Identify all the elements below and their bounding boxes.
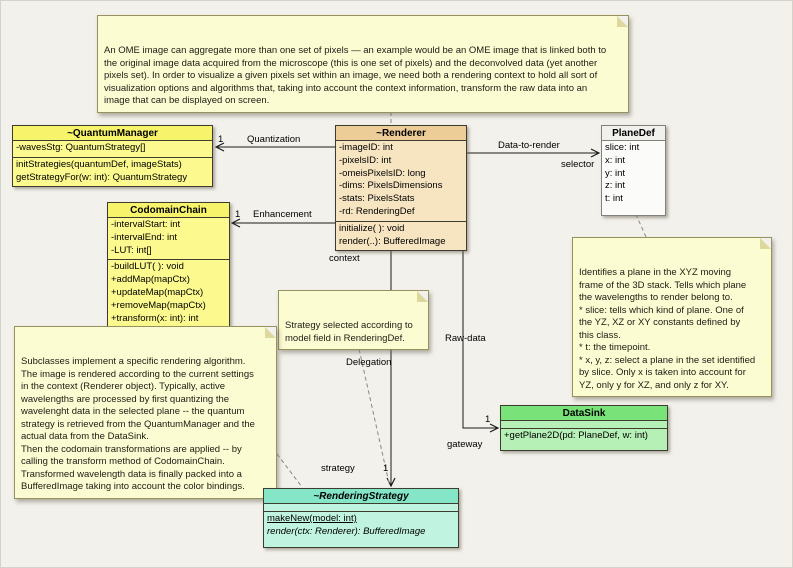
class-quantummanager-attrs: -wavesStg: QuantumStrategy[] [13, 141, 212, 157]
note-fold-icon [760, 238, 771, 249]
method: -buildLUT( ): void [111, 261, 184, 273]
attribute: -intervalEnd: int [111, 231, 178, 243]
class-codomainchain-title: CodomainChain [108, 203, 229, 218]
class-quantummanager-title: ~QuantumManager [13, 126, 212, 141]
class-renderer-methods: initialize( ): void render(..): Buffered… [336, 220, 466, 251]
note-planedef[interactable]: Identifies a plane in the XYZ moving fra… [572, 237, 772, 397]
class-codomainchain-attrs: -intervalStart: int -intervalEnd: int -L… [108, 218, 229, 259]
note-planedef-text: Identifies a plane in the XYZ moving fra… [579, 267, 756, 391]
class-renderer[interactable]: ~Renderer -imageID: int -pixelsID: int -… [335, 125, 467, 252]
assoc-label-quantization: Quantization [247, 134, 301, 145]
role-label-context: context [329, 253, 360, 264]
class-renderingstrategy-title: ~RenderingStrategy [264, 489, 458, 504]
attribute: -intervalStart: int [111, 219, 181, 230]
note-fold-icon [265, 327, 276, 338]
class-renderingstrategy[interactable]: ~RenderingStrategy makeNew(model: int) r… [263, 488, 459, 548]
mult-delegation: 1 [383, 463, 389, 474]
class-quantummanager-methods: initStrategies(quantumDef, imageStats) g… [13, 156, 212, 187]
method: getStrategyFor(w: int): QuantumStrategy [16, 171, 188, 183]
attribute: -pixelsID: int [339, 154, 392, 166]
assoc-label-data-to-render: Data-to-render [498, 140, 560, 151]
class-renderer-title: ~Renderer [336, 126, 466, 141]
class-codomainchain[interactable]: CodomainChain -intervalStart: int -inter… [107, 202, 230, 329]
note-fold-icon [617, 16, 628, 27]
class-renderingstrategy-methods: makeNew(model: int) render(ctx: Renderer… [264, 511, 458, 541]
attribute: -omeisPixelsID: long [339, 167, 426, 179]
mult-enhancement: 1 [235, 209, 241, 220]
class-planedef[interactable]: PlaneDef slice: int x: int y: int z: int… [601, 125, 666, 216]
attribute: -dims: PixelsDimensions [339, 180, 443, 192]
note-subclasses[interactable]: Subclasses implement a specific renderin… [14, 326, 277, 499]
class-quantummanager[interactable]: ~QuantumManager -wavesStg: QuantumStrate… [12, 125, 213, 188]
note-subclasses-text: Subclasses implement a specific renderin… [21, 356, 255, 492]
attribute: x: int [605, 154, 626, 166]
class-renderingstrategy-attrs [264, 504, 458, 511]
class-datasink-attrs [501, 421, 667, 428]
method: render(..): BufferedImage [339, 235, 446, 247]
role-label-strategy: strategy [321, 463, 355, 474]
note-link-subclasses[interactable] [276, 453, 303, 488]
attribute: z: int [605, 180, 626, 192]
attribute: -stats: PixelsStats [339, 193, 415, 205]
class-planedef-title: PlaneDef [602, 126, 665, 141]
class-renderer-attrs: -imageID: int -pixelsID: int -omeisPixel… [336, 141, 466, 221]
method: +addMap(mapCtx) [111, 274, 190, 286]
role-label-gateway: gateway [447, 439, 483, 450]
note-fold-icon [417, 291, 428, 302]
method-abstract: render(ctx: Renderer): BufferedImage [267, 525, 426, 537]
attribute: -imageID: int [339, 142, 393, 153]
method: initStrategies(quantumDef, imageStats) [16, 158, 182, 170]
class-datasink-title: DataSink [501, 406, 667, 421]
assoc-raw-data-line[interactable] [462, 249, 498, 428]
attribute: slice: int [605, 142, 640, 153]
method: +getPlane2D(pd: PlaneDef, w: int) [504, 430, 648, 441]
method: +removeMap(mapCtx) [111, 299, 206, 311]
attribute: -rd: RenderingDef [339, 205, 415, 217]
note-overview-text: An OME image can aggregate more than one… [104, 45, 607, 106]
class-datasink-methods: +getPlane2D(pd: PlaneDef, w: int) [501, 428, 667, 445]
method: +updateMap(mapCtx) [111, 286, 204, 298]
attribute: -wavesStg: QuantumStrategy[] [16, 142, 146, 153]
assoc-label-delegation: Delegation [346, 357, 392, 368]
method: +transform(x: int): int [111, 312, 199, 324]
attribute: -LUT: int[] [111, 244, 152, 256]
class-codomainchain-methods: -buildLUT( ): void +addMap(mapCtx) +upda… [108, 259, 229, 327]
assoc-label-enhancement: Enhancement [253, 209, 312, 220]
method: initialize( ): void [339, 222, 405, 234]
note-overview[interactable]: An OME image can aggregate more than one… [97, 15, 629, 113]
attribute: y: int [605, 167, 626, 179]
note-strategy-text: Strategy selected according to model fie… [285, 320, 413, 344]
mult-raw-data: 1 [485, 414, 491, 425]
method-static: makeNew(model: int) [267, 513, 357, 524]
attribute: t: int [605, 193, 623, 205]
assoc-label-raw-data: Raw-data [445, 333, 486, 344]
class-planedef-attrs: slice: int x: int y: int z: int t: int [602, 141, 665, 208]
role-label-selector: selector [561, 159, 595, 170]
class-datasink[interactable]: DataSink +getPlane2D(pd: PlaneDef, w: in… [500, 405, 668, 451]
note-strategy[interactable]: Strategy selected according to model fie… [278, 290, 429, 350]
mult-quantization: 1 [218, 134, 224, 145]
